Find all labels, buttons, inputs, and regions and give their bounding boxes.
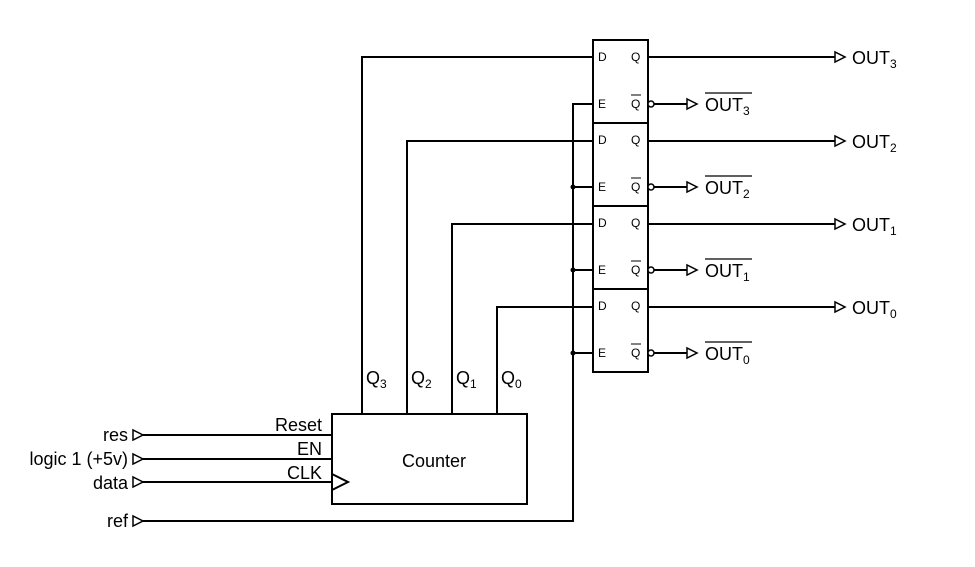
signal-data-label: data: [93, 473, 129, 493]
latch-0-e-pin: E: [598, 346, 606, 360]
latch-0-out-label: OUT0: [852, 298, 897, 321]
latch-1-q-pin: Q: [631, 216, 640, 230]
signal-ref-label: ref: [107, 511, 129, 531]
latch-0-d-pin: D: [598, 299, 607, 313]
counter-output-q3: Q3: [366, 368, 387, 391]
latch-0-outbar-label: OUT0: [705, 344, 750, 367]
latch-2-outbar-label: OUT2: [705, 178, 750, 201]
clock-edge-symbol: [331, 473, 351, 491]
latch-0-out-arrow-icon: [834, 300, 847, 314]
counter-block: [331, 413, 528, 505]
latch-1: D Q E Q OUT1 OUT1: [570, 205, 897, 290]
counter-output-q0: Q0: [501, 368, 522, 391]
latch-3-qbar-pin: Q: [631, 97, 640, 111]
latch-1-qbar-pin: Q: [631, 263, 640, 277]
counter-reset-pin-label: Reset: [275, 415, 322, 435]
counter-output-q1: Q1: [456, 368, 477, 391]
signal-logic1-label: logic 1 (+5v): [29, 449, 128, 469]
counter-en-pin-label: EN: [297, 439, 322, 459]
latch-2-d-pin: D: [598, 133, 607, 147]
latch-1-outbar-arrow-icon: [686, 263, 699, 277]
latch-0-outbar-arrow-icon: [686, 346, 699, 360]
latch-3-out-arrow-icon: [834, 50, 847, 64]
latch-1-inversion-bubble: [647, 266, 655, 274]
latch-1-out-arrow-icon: [834, 217, 847, 231]
wire-q0-to-d0: [496, 306, 593, 414]
latch-0-enable-junction: [570, 350, 576, 356]
latch-2-enable-junction: [570, 184, 576, 190]
latch-2-inversion-bubble: [647, 183, 655, 191]
latch-0-qbar-pin: Q: [631, 346, 640, 360]
counter-output-q2: Q2: [411, 368, 432, 391]
latch-3-outbar-arrow-icon: [686, 97, 699, 111]
latch-1-d-pin: D: [598, 216, 607, 230]
signal-res-label: res: [103, 425, 128, 445]
latch-3-out-label: OUT3: [852, 48, 897, 71]
counter-clk-pin-label: CLK: [287, 463, 322, 483]
wire-q3-to-d3: [361, 56, 593, 414]
wire-ref-enable-bus: [143, 103, 593, 522]
latch-3-d-pin: D: [598, 50, 607, 64]
latch-2: D Q E Q OUT2 OUT2: [570, 122, 897, 207]
data-input-arrow-icon: [132, 475, 145, 489]
latch-0-inversion-bubble: [647, 349, 655, 357]
latch-2-q-pin: Q: [631, 133, 640, 147]
latch-1-out-label: OUT1: [852, 215, 897, 238]
latch-3-e-pin: E: [598, 97, 606, 111]
latch-2-qbar-pin: Q: [631, 180, 640, 194]
latch-3-inversion-bubble: [647, 100, 655, 108]
latch-2-outbar-arrow-icon: [686, 180, 699, 194]
latch-1-outbar-label: OUT1: [705, 261, 750, 284]
latch-0-q-pin: Q: [631, 299, 640, 313]
latch-3-q-pin: Q: [631, 50, 640, 64]
latch-3: D Q E Q OUT3 OUT3: [592, 39, 897, 124]
latch-2-e-pin: E: [598, 180, 606, 194]
wire-q2-to-d2: [406, 140, 593, 414]
latch-3-outbar-label: OUT3: [705, 95, 750, 118]
ref-input-arrow-icon: [132, 514, 145, 528]
latch-2-out-arrow-icon: [834, 134, 847, 148]
latch-1-box: [592, 205, 649, 290]
counter-title: Counter: [402, 451, 466, 471]
logic1-input-arrow-icon: [132, 452, 145, 466]
latch-2-out-label: OUT2: [852, 132, 897, 155]
latch-0: D Q E Q OUT0 OUT0: [570, 288, 897, 373]
latch-3-box: [592, 39, 649, 124]
wire-q1-to-d1: [451, 223, 593, 414]
latch-1-enable-junction: [570, 267, 576, 273]
latch-0-box: [592, 288, 649, 373]
res-input-arrow-icon: [132, 428, 145, 442]
latch-1-e-pin: E: [598, 263, 606, 277]
